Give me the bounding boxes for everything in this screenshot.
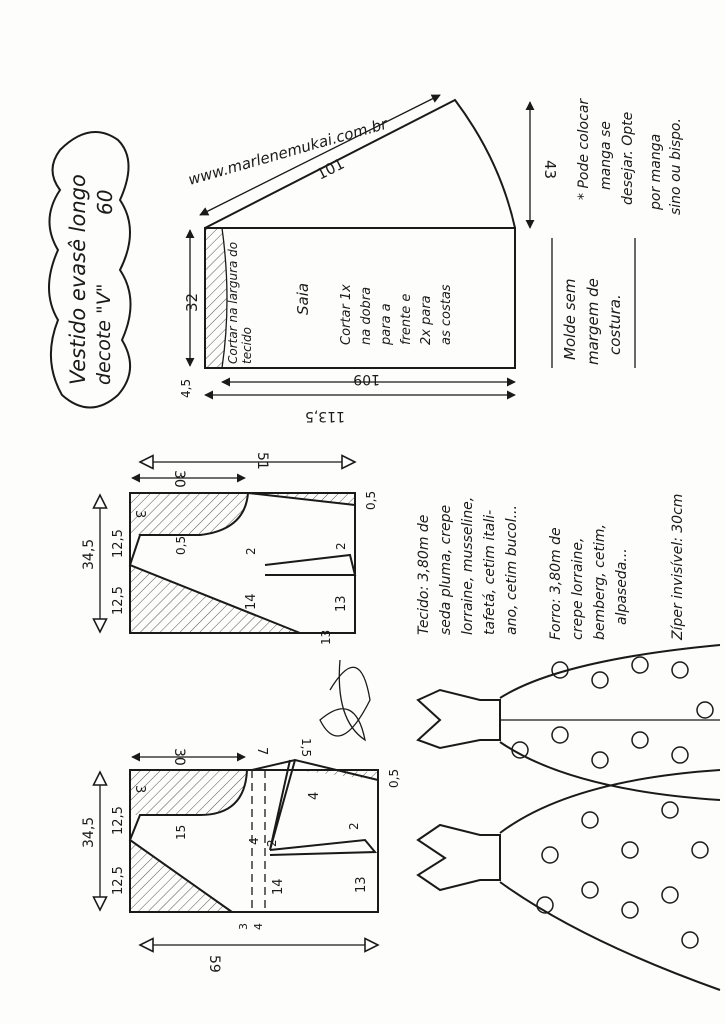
seam-note: Molde sem margem de costura. — [551, 238, 636, 368]
sleeve-note-line: por manga — [648, 134, 664, 211]
material-line: alpaseda... — [614, 548, 630, 625]
dim-back-width: 51 — [254, 452, 270, 470]
material-line: Tecido: 3,80m de — [416, 515, 432, 635]
material-line: lorraine, musseline, — [460, 497, 476, 635]
skirt-cut-3: para a — [379, 303, 394, 346]
skirt-cut-5: 2x para — [419, 295, 434, 345]
dim-front-lower: 12,5 — [111, 866, 126, 895]
material-line: Forro: 3,80m de — [548, 527, 564, 640]
skirt-cut-width-box: Cortar na largura do tecido — [226, 241, 254, 364]
dim-skirt-side: 43 — [541, 160, 559, 179]
dim-back-curve: 0,5 — [174, 536, 188, 555]
material-line: seda pluma, crepe — [438, 505, 454, 635]
dim-front-height: 34,5 — [81, 817, 97, 848]
material-line: bemberg, cetim, — [592, 524, 608, 640]
dim-front-b1: 3 — [237, 923, 250, 930]
dress-illustration-back — [416, 644, 721, 801]
front-bodice-pattern: 59 30 7 1,5 3 34,5 12,5 12,5 15 4 4 2 14… — [81, 738, 401, 973]
dim-front-upper: 12,5 — [111, 806, 126, 835]
dim-back-side2: 13 — [319, 630, 333, 645]
dim-skirt-small: 4,5 — [179, 379, 193, 398]
dim-skirt-inner: 109 — [353, 371, 380, 387]
sleeve-note-line: manga se — [598, 121, 614, 190]
dim-back-neck: 30 — [171, 470, 187, 488]
seam-note-line: Molde sem — [561, 279, 579, 360]
dim-back-height: 34,5 — [81, 539, 97, 570]
dim-front-dart-tip: 2 — [347, 822, 361, 830]
sleeve-note-line: sino ou bispo. — [668, 118, 684, 215]
dim-back-dart-tip: 2 — [334, 542, 348, 550]
dim-front-shoulder-dart: 7 — [254, 747, 269, 755]
sleeve-note: * Pode colocar manga se desejar. Opte po… — [576, 98, 684, 215]
signature — [319, 659, 371, 742]
dim-skirt-outer: 113,5 — [305, 408, 345, 424]
dim-front-dart-side: 4 — [247, 837, 261, 845]
dim-front-dart-w: 2 — [265, 839, 279, 847]
title-line2: decote "V" — [93, 284, 115, 385]
sleeve-note-line: * Pode colocar — [576, 98, 592, 200]
website-url: www.marlenemukai.com.br — [186, 114, 390, 188]
dim-front-dart-len: 4 — [307, 792, 322, 800]
seam-note-line: costura. — [606, 294, 624, 355]
dim-front-width: 59 — [206, 955, 222, 973]
dim-skirt-diag: 101 — [314, 155, 348, 184]
title-cloud: Vestido evasê longo decote "V" 60 — [48, 131, 132, 409]
dim-front-shoulder-tip: 1,5 — [299, 738, 313, 757]
dim-front-hem: 0,5 — [387, 769, 401, 788]
dim-back-lower: 12,5 — [111, 586, 126, 615]
materials-list: Tecido: 3,80m de seda pluma, crepe lorra… — [416, 494, 686, 641]
back-bodice-pattern: 51 30 3 34,5 12,5 12,5 0,5 2 14 13 13 0,… — [81, 452, 378, 645]
dim-front-side: 13 — [354, 876, 369, 893]
skirt-cut-6: as costas — [439, 284, 454, 345]
dim-back-dart-w: 2 — [244, 547, 258, 555]
dim-front-curve: 15 — [174, 825, 188, 840]
material-line: ano, cetim bucol... — [504, 505, 520, 635]
skirt-label: Saia — [294, 283, 312, 315]
material-line: tafetá, cetim itali- — [482, 510, 498, 635]
title-size: 60 — [93, 190, 117, 215]
skirt-cut-2: na dobra — [359, 287, 374, 345]
skirt-cut-width: Cortar na largura do tecido — [226, 241, 254, 364]
dim-front-b2: 4 — [252, 923, 265, 930]
dress-flower-print — [511, 656, 714, 949]
skirt-pattern: 101 43 32 4,5 109 113,5 Cortar na largur… — [179, 94, 559, 424]
skirt-cut-1: Cortar 1x — [339, 284, 354, 345]
dim-back-side: 13 — [334, 595, 349, 612]
dim-back-hem: 0,5 — [364, 491, 378, 510]
dim-front-shoulder: 3 — [132, 785, 147, 793]
dim-back-upper: 12,5 — [111, 529, 126, 558]
dress-illustration-front — [416, 769, 721, 991]
dim-front-dart-h: 14 — [271, 878, 286, 895]
skirt-cut-4: frente e — [399, 294, 414, 345]
material-line: crepe lorraine, — [570, 538, 586, 640]
dim-skirt-waist: 32 — [183, 293, 201, 312]
dim-back-shoulder: 3 — [132, 510, 147, 518]
dim-front-neck: 30 — [171, 748, 187, 766]
title-line1: Vestido evasê longo — [66, 174, 90, 385]
sleeve-note-line: desejar. Opte — [620, 112, 636, 205]
seam-note-line: margem de — [584, 278, 602, 365]
material-line: Zíper invisível: 30cm — [670, 494, 686, 641]
dim-back-dart-h: 14 — [244, 593, 259, 610]
